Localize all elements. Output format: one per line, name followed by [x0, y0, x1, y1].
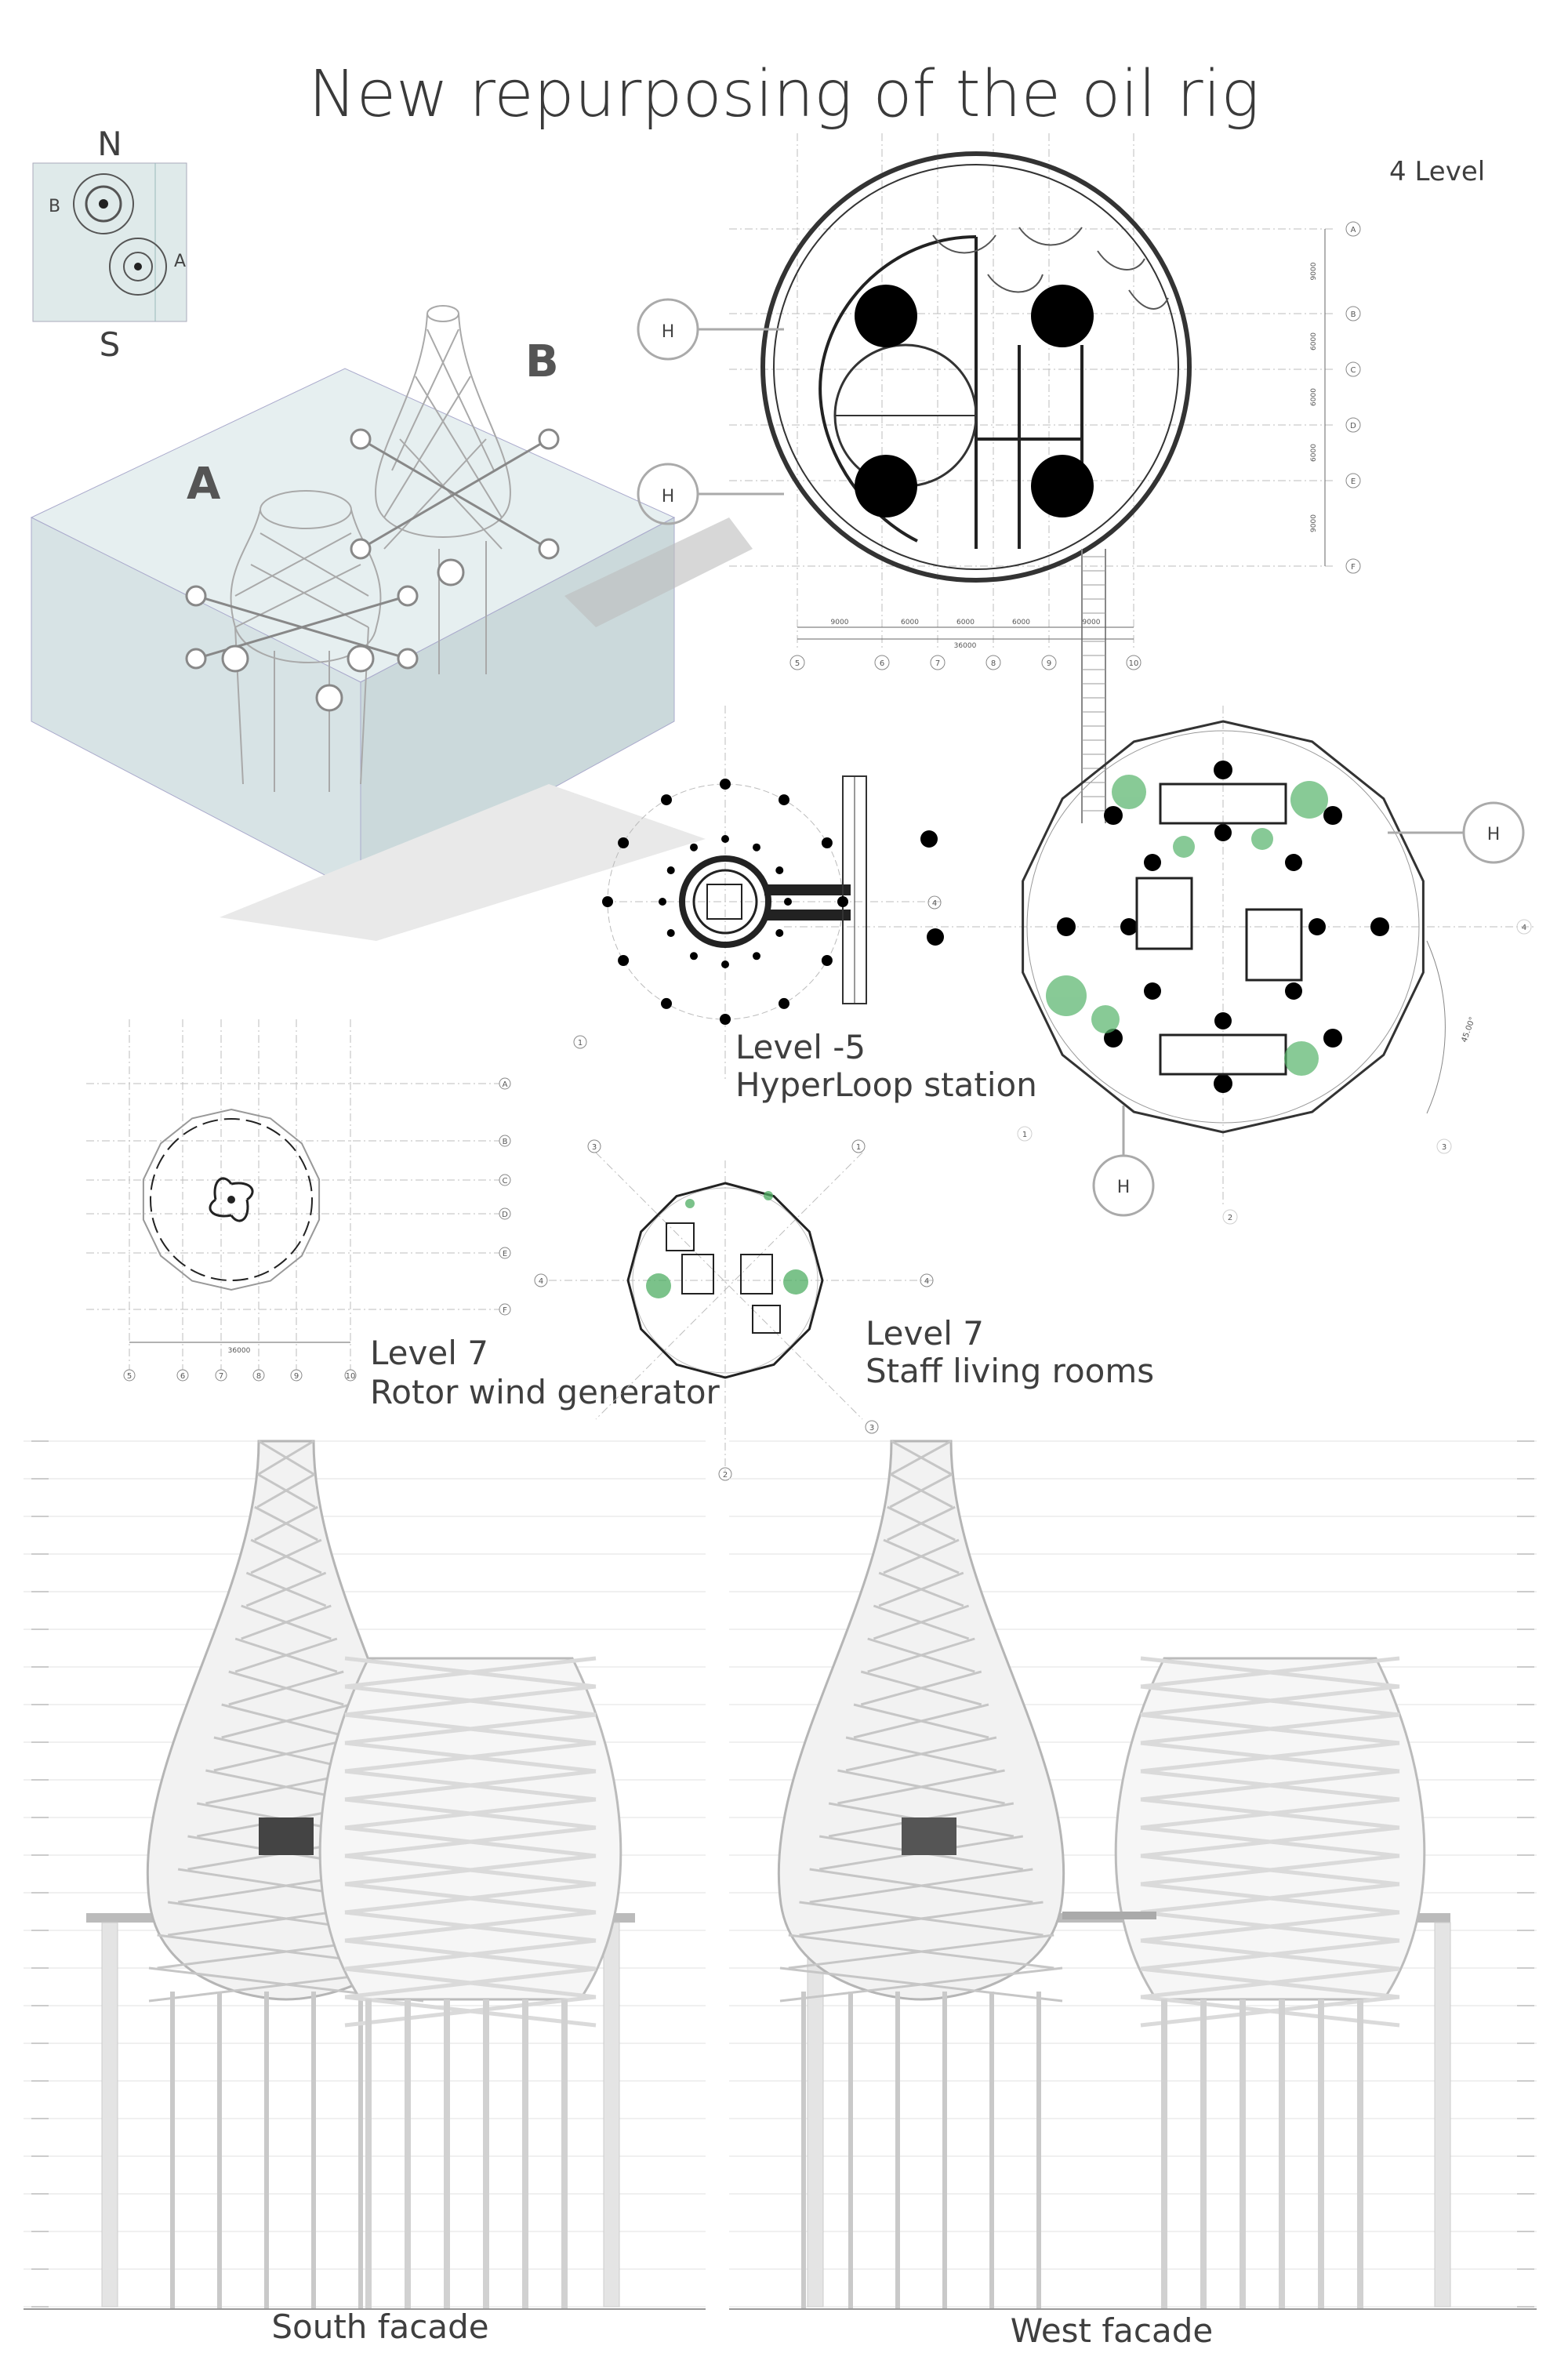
- compass-marker-a: A: [174, 252, 186, 271]
- plan-4-row-axis: F: [1351, 563, 1356, 572]
- plan-4-col-axis: 8: [991, 659, 996, 668]
- plan-staff-subtitle: Staff living rooms: [866, 1352, 1154, 1390]
- plan-staff-title: Level 7: [866, 1314, 984, 1353]
- plan-staff-axis-4b: 4: [924, 1277, 929, 1286]
- plan-4-dim-bottom: 6000: [901, 619, 919, 626]
- compass-south: S: [100, 325, 121, 364]
- plan-level-7-rotor: A B C D E F 5 6 7 8 9 10 36000 Level 7 Rotor wind g…: [86, 1019, 720, 1411]
- axon-label-a: A: [187, 459, 221, 510]
- plan-staff-axis-3a: 3: [592, 1143, 597, 1152]
- plan-4-dim-bottom: 6000: [1012, 619, 1030, 626]
- plan-tower-b-large: H H 1 2 3 4 45.00°: [784, 706, 1537, 1225]
- elevation-west: West facade: [729, 1440, 1537, 2350]
- plan-4-col-axis: 9: [1047, 659, 1051, 668]
- elevation-south: South facade: [24, 1440, 706, 2346]
- plan-minus5-axis: 4: [932, 899, 937, 908]
- plan-b-axis-1: 1: [1022, 1131, 1027, 1139]
- plan-minus5-axis-b: 1: [578, 1039, 583, 1048]
- axon-tower-a: [185, 490, 419, 792]
- plan-minus5-title: Level -5: [735, 1028, 866, 1066]
- plan-level-4: H H A B C D E F 9000 6000 6000 6000 9000 5 6 7 8 9 10 900…: [637, 133, 1485, 823]
- plan-minus5-subtitle: HyperLoop station: [735, 1066, 1037, 1104]
- plan-4-dim-right: 6000: [1310, 388, 1318, 406]
- elevation-south-label: South facade: [271, 2308, 488, 2346]
- plan-rotor-row-axis: C: [503, 1177, 508, 1186]
- plan-staff-axis-1: 1: [856, 1143, 861, 1152]
- plan-4-col-axis: 10: [1129, 659, 1139, 668]
- plan-level-7-staff: 3 1 4 4 3 2 Level 7 Staff living rooms: [534, 1139, 1154, 1481]
- plan-level-minus-5: 4 1 Level -5 HyperLoop station: [573, 706, 1037, 1104]
- plan-staff-axis-2: 2: [723, 1471, 728, 1480]
- plan-b-axis-4: 4: [1522, 924, 1526, 932]
- plan-4-col-axis: 6: [880, 659, 884, 668]
- board-title: New repurposing of the oil rig: [308, 57, 1259, 132]
- plan-4-dim-right: 6000: [1310, 444, 1318, 462]
- plan-b-axis-2: 2: [1228, 1214, 1232, 1222]
- elevation-west-label: West facade: [1011, 2311, 1213, 2350]
- plan-4-dim-bottom: 6000: [956, 619, 975, 626]
- plan-rotor-col-axis: 6: [180, 1372, 185, 1381]
- plan-4-dim-right: 9000: [1310, 514, 1318, 532]
- plan-4-label: 4 Level: [1389, 156, 1485, 187]
- svg-text:H: H: [662, 487, 675, 507]
- plan-rotor-row-axis: D: [502, 1211, 508, 1219]
- compass-key-plan: N B A S: [32, 125, 187, 364]
- plan-4-row-axis: A: [1351, 226, 1356, 234]
- plan-4-dim-right: 9000: [1310, 262, 1318, 280]
- plan-rotor-col-axis: 5: [127, 1372, 132, 1381]
- plan-rotor-row-axis: A: [503, 1080, 508, 1089]
- plan-4-row-axis: D: [1350, 422, 1356, 430]
- plan-4-col-axis: 7: [935, 659, 940, 668]
- axonometric-view: A B: [30, 305, 753, 941]
- plan-4-row-axis: B: [1351, 310, 1356, 319]
- plan-4-col-axis: 5: [795, 659, 800, 668]
- plan-staff-axis-3b: 3: [869, 1424, 874, 1432]
- plan-b-axis-3: 3: [1442, 1143, 1446, 1152]
- plan-staff-axis-4a: 4: [539, 1277, 543, 1286]
- plan-4-row-axis: E: [1351, 477, 1356, 486]
- plan-4-dim-bottom: 9000: [1083, 619, 1101, 626]
- plan-rotor-title: Level 7: [370, 1334, 488, 1372]
- plan-rotor-col-axis: 10: [346, 1372, 356, 1381]
- svg-text:H: H: [1117, 1178, 1131, 1197]
- plan-rotor-col-axis: 7: [219, 1372, 223, 1381]
- plan-rotor-row-axis: E: [503, 1250, 507, 1258]
- plan-b-angle: 45.00°: [1460, 1016, 1477, 1044]
- plan-rotor-row-axis: F: [503, 1306, 507, 1315]
- axon-tower-b: [350, 305, 560, 674]
- plan-4-dim-bottom: 9000: [831, 619, 849, 626]
- plan-rotor-col-axis: 9: [294, 1372, 299, 1381]
- plan-4-dim-right: 6000: [1310, 332, 1318, 350]
- svg-text:H: H: [662, 322, 675, 342]
- plan-rotor-col-axis: 8: [256, 1372, 261, 1381]
- plan-rotor-row-axis: B: [503, 1138, 508, 1146]
- plan-4-row-axis: C: [1351, 366, 1356, 375]
- plan-rotor-subtitle: Rotor wind generator: [370, 1373, 720, 1411]
- svg-text:H: H: [1487, 825, 1501, 844]
- compass-marker-b: B: [49, 197, 60, 216]
- axon-label-b: B: [525, 336, 559, 387]
- plan-4-dim-total: 36000: [954, 642, 977, 650]
- plan-rotor-dim-total: 36000: [228, 1347, 251, 1355]
- compass-north: N: [97, 125, 122, 163]
